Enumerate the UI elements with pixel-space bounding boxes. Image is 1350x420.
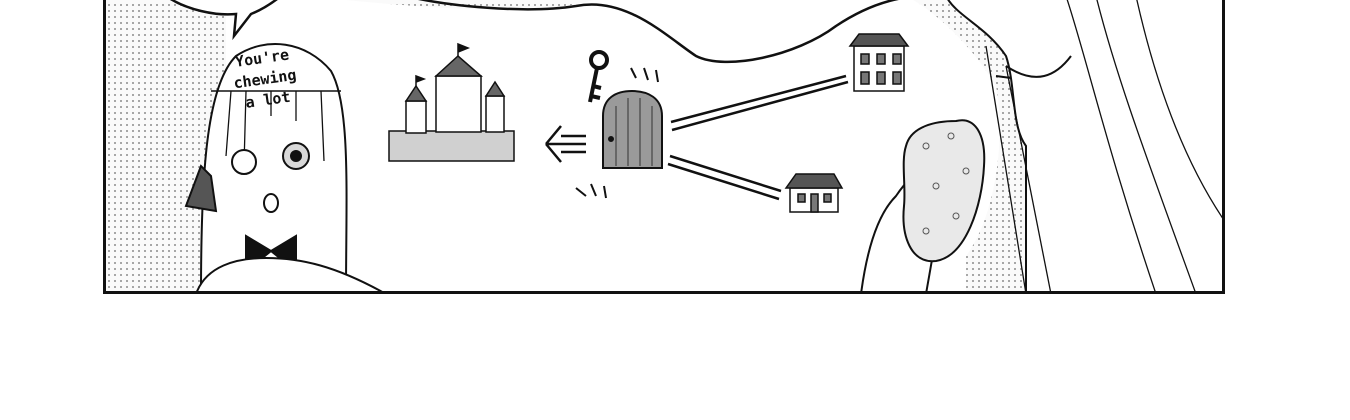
panel-art [170,0,1222,291]
castle-icon [388,42,515,162]
road-lines [667,74,849,201]
house-icon [784,173,844,213]
food-texture [922,132,970,235]
comic-panel: You're chewing a lot [103,0,1225,294]
speech-bubble-tail [170,0,278,41]
door-icon [575,67,663,199]
key-icon [588,50,609,103]
girl-character [184,43,383,291]
building-icon [848,33,910,92]
food-item [902,119,986,263]
sfx-text: You're chewing a lot [220,43,310,117]
arrow-left-icon [545,125,586,163]
bubble-outline [418,0,899,64]
